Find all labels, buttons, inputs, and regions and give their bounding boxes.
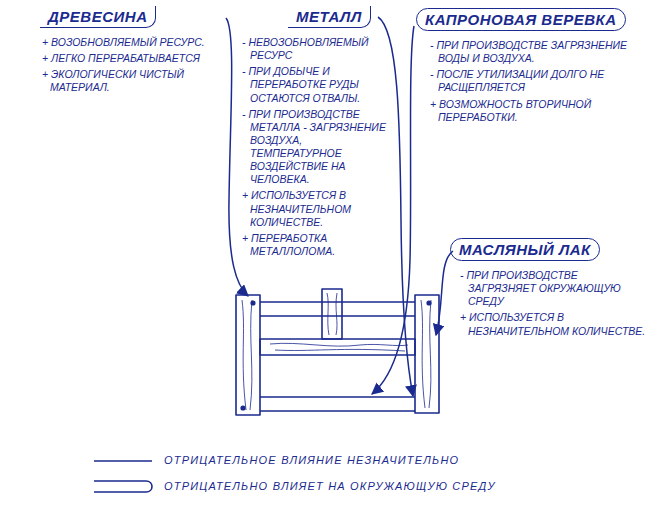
property-item: - ПРИ ДОБЫЧЕ И ПЕРЕРАБОТКЕ РУДЫ ОСТАЮТСЯ… bbox=[240, 65, 392, 104]
material-note: ДРЕВЕСИНА + ВОЗОБНОВЛЯЕМЫЙ РЕСУРС. + ЛЕГКО… bbox=[40, 6, 218, 95]
legend-sample bbox=[92, 452, 156, 468]
legend-text: ОТРИЦАТЕЛЬНОЕ ВЛИЯНИЕ НЕЗНАЧИТЕЛЬНО bbox=[164, 454, 459, 466]
property-item: + ЛЕГКО ПЕРЕРАБАТЫВАЕТСЯ bbox=[40, 52, 218, 65]
material-heading: МЕТАЛЛ bbox=[288, 6, 371, 28]
property-item: + ИСПОЛЬЗУЕТСЯ В НЕЗНАЧИТЕЛЬНОМ КОЛИЧЕСТ… bbox=[458, 311, 646, 337]
property-item: - ПРИ ПРОИЗВОДСТВЕ ЗАГРЯЗНЯЕТ ОКРУЖАЮЩУЮ… bbox=[458, 269, 646, 308]
property-item: - ПРИ ПРОИЗВОДСТВЕ ЗАГРЯЗНЕНИЕ ВОДЫ И ВО… bbox=[428, 39, 646, 65]
property-item: - ПРИ ПРОИЗВОДСТВЕ МЕТАЛЛА - ЗАГРЯЗНЕНИЕ… bbox=[240, 108, 392, 187]
right-post bbox=[415, 295, 439, 413]
middle-board bbox=[260, 339, 415, 355]
leader-lines bbox=[226, 17, 453, 396]
property-item: - НЕВОЗОБНОВЛЯЕМЫЙ РЕСУРС bbox=[240, 36, 392, 62]
legend-row: ОТРИЦАТЕЛЬНО ВЛИЯЕТ НА ОКРУЖАЮЩУЮ СРЕДУ bbox=[92, 478, 496, 494]
material-heading: МАСЛЯНЫЙ ЛАК bbox=[450, 238, 600, 261]
property-item: + ВОЗМОЖНОСТЬ ВТОРИЧНОЙ ПЕРЕРАБОТКИ. bbox=[428, 98, 646, 124]
property-item: + ИСПОЛЬЗУЕТСЯ В НЕЗНАЧИТЕЛЬНОМ КОЛИЧЕСТ… bbox=[240, 189, 392, 228]
material-note: МАСЛЯНЫЙ ЛАК- ПРИ ПРОИЗВОДСТВЕ ЗАГРЯЗНЯЕ… bbox=[458, 238, 646, 338]
legend: ОТРИЦАТЕЛЬНОЕ ВЛИЯНИЕ НЕЗНАЧИТЕЛЬНО ОТРИЦ… bbox=[92, 452, 496, 504]
left-post bbox=[236, 295, 260, 415]
property-item: - ПОСЛЕ УТИЛИЗАЦИИ ДОЛГО НЕ РАСЩЕПЛЯЕТСЯ bbox=[428, 68, 646, 94]
property-item: + ВОЗОБНОВЛЯЕМЫЙ РЕСУРС. bbox=[40, 36, 218, 49]
bottom-rail bbox=[260, 397, 415, 411]
property-item: + ПЕРЕРАБОТКА МЕТАЛЛОЛОМА. bbox=[240, 232, 392, 258]
wood-grain bbox=[242, 293, 431, 410]
center-post bbox=[322, 289, 342, 339]
material-note: КАПРОНОВАЯ ВЕРЕВКА- ПРИ ПРОИЗВОДСТВЕ ЗАГ… bbox=[428, 8, 646, 124]
legend-text: ОТРИЦАТЕЛЬНО ВЛИЯЕТ НА ОКРУЖАЮЩУЮ СРЕДУ bbox=[164, 480, 496, 492]
material-heading: КАПРОНОВАЯ ВЕРЕВКА bbox=[416, 8, 626, 31]
material-heading: ДРЕВЕСИНА bbox=[40, 6, 156, 28]
top-rail bbox=[260, 302, 415, 316]
legend-row: ОТРИЦАТЕЛЬНОЕ ВЛИЯНИЕ НЕЗНАЧИТЕЛЬНО bbox=[92, 452, 496, 468]
material-note: МЕТАЛЛ - НЕВОЗОБНОВЛЯЕМЫЙ РЕСУРС - ПРИ ДОБ… bbox=[240, 6, 392, 258]
property-item: + ЭКОЛОГИЧЕСКИ ЧИСТЫЙ МАТЕРИАЛ. bbox=[40, 68, 218, 94]
legend-sample bbox=[92, 478, 156, 494]
